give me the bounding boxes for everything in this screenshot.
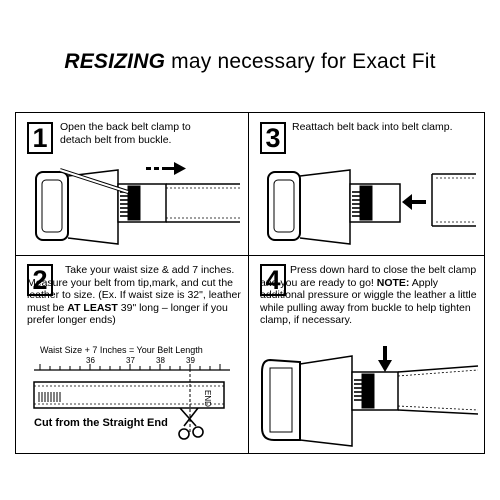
step-4-buckle-illustration (261, 355, 479, 447)
ruler-tick-36: 36 (86, 356, 95, 365)
headline-rest: may necessary for Exact Fit (165, 50, 436, 73)
ruler-formula: Waist Size + 7 Inches = Your Belt Length (40, 345, 203, 355)
step-1-text: Open the back belt clamp to detach belt … (60, 121, 191, 146)
cut-instruction: Cut from the Straight End (34, 417, 168, 429)
scissors-icon (178, 407, 204, 440)
ruler-tick-37: 37 (126, 356, 135, 365)
step-1-buckle-illustration (35, 168, 240, 245)
step-1-number: 1 (27, 122, 53, 154)
step-4-note-label: NOTE: (376, 276, 410, 289)
step-1-arrow (146, 162, 186, 175)
instructions-frame (15, 112, 485, 454)
step-2-text: Take your waist size & add 7 inches. Mea… (27, 264, 241, 327)
step-4-text: Press down hard to close the belt clamp … (260, 264, 477, 327)
step-3-arrow (402, 194, 426, 210)
step-4-number: 4 (260, 264, 286, 296)
ruler-tick-39: 39 (186, 356, 195, 365)
headline-emphasis: RESIZING (64, 50, 166, 73)
step-3-buckle-illustration (267, 169, 476, 245)
headline: RESIZING may necessary for Exact Fit (0, 50, 500, 74)
step-3-number: 3 (260, 122, 286, 154)
ruler-tick-38: 38 (156, 356, 165, 365)
belt-end-label: END (203, 390, 212, 407)
step-4-down-arrow (378, 346, 392, 372)
step-2-number: 2 (27, 264, 53, 296)
measuring-ruler (33, 364, 230, 432)
step-3-text: Reattach belt back into belt clamp. (292, 121, 453, 133)
step-2-emphasis: AT LEAST (67, 301, 118, 314)
vertical-divider (248, 112, 249, 454)
horizontal-divider (15, 255, 485, 256)
